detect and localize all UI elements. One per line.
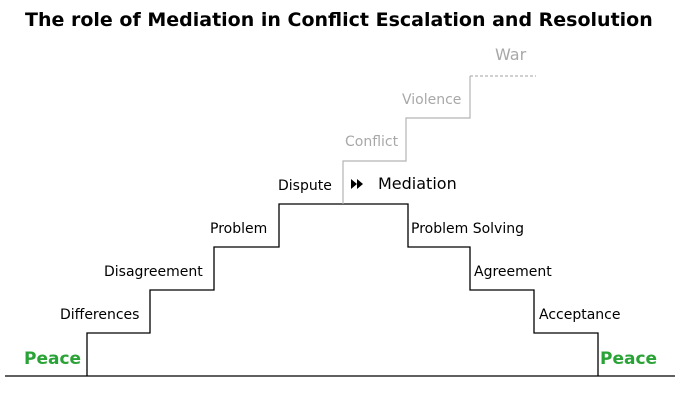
step-label-agreement: Agreement xyxy=(474,264,552,280)
step-label-acceptance: Acceptance xyxy=(539,307,620,323)
mediation-label: Mediation xyxy=(378,174,457,193)
step-label-disagreement: Disagreement xyxy=(104,264,203,280)
staircase-upper xyxy=(342,76,471,204)
diagram-title: The role of Mediation in Conflict Escala… xyxy=(25,9,653,31)
step-label-differences: Differences xyxy=(60,307,139,323)
step-label-conflict: Conflict xyxy=(345,134,399,150)
step-label-problem-solving: Problem Solving xyxy=(411,221,524,237)
step-label-war: War xyxy=(495,45,527,64)
peace-left-label: Peace xyxy=(24,349,81,369)
peace-right-label: Peace xyxy=(600,349,657,369)
step-label-dispute: Dispute xyxy=(278,178,332,194)
fast-forward-icon xyxy=(351,179,363,189)
step-label-problem: Problem xyxy=(210,221,267,237)
step-label-violence: Violence xyxy=(402,92,461,108)
